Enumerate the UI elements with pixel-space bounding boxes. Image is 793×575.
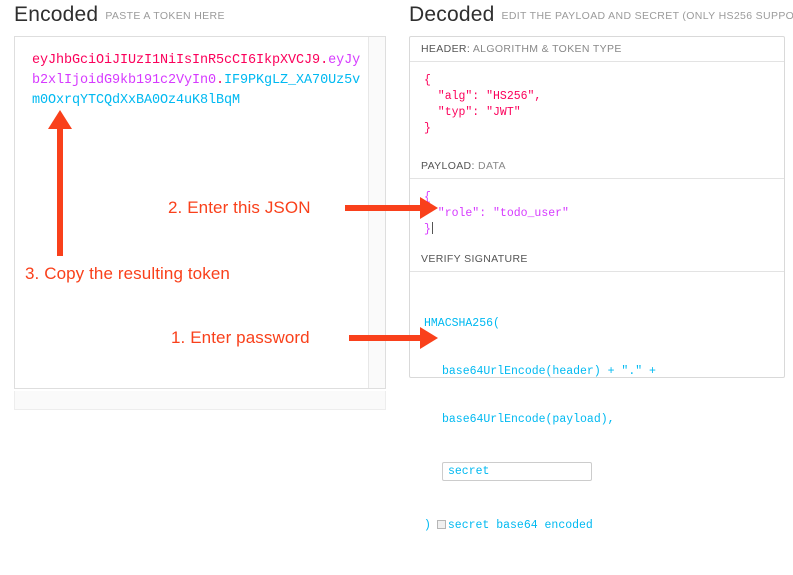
token-signature-segment: IF9PKgLZ_XA70Uz5vm0OxrqYTCQdXxBA0Oz4uK8l… <box>32 73 361 108</box>
signature-body: HMACSHA256( base64UrlEncode(header) + ".… <box>410 272 784 575</box>
annotation-arrow-1-icon <box>349 327 438 349</box>
text-caret <box>431 222 433 234</box>
decoded-panel: HEADER: ALGORITHM & TOKEN TYPE { "alg": … <box>409 36 785 532</box>
secret-input-row <box>424 460 784 483</box>
signature-section-label: VERIFY SIGNATURE <box>410 247 784 272</box>
secret-base64-label[interactable]: secret base64 encoded <box>447 519 593 532</box>
annotation-arrow-3-icon <box>48 110 72 256</box>
encoded-token-panel[interactable]: eyJhbGciOiJIUzI1NiIsInR5cCI6IkpXVCJ9.eyJ… <box>14 36 386 389</box>
header-json-body: { "alg": "HS256", "typ": "JWT" } <box>424 74 542 135</box>
header-section-label-strong: HEADER: <box>421 43 471 55</box>
payload-section-label: PAYLOAD: DATA <box>410 154 784 179</box>
encoded-panel-scrollbar[interactable] <box>368 37 385 388</box>
payload-section-label-rest: DATA <box>474 160 506 172</box>
encoded-subtitle: PASTE A TOKEN HERE <box>105 10 225 22</box>
secret-base64-checkbox[interactable] <box>436 520 446 529</box>
signature-line-hmac: HMACSHA256( <box>424 317 500 330</box>
payload-json-text: { "role": "todo_user" } <box>424 191 569 236</box>
encoded-token-text[interactable]: eyJhbGciOiJIUzI1NiIsInR5cCI6IkpXVCJ9.eyJ… <box>32 51 362 111</box>
annotation-step-1: 1. Enter password <box>171 328 310 347</box>
secret-input[interactable] <box>442 462 592 481</box>
signature-line-payload-encode: base64UrlEncode(payload), <box>442 413 615 426</box>
token-payload-segment: eyJyb2xlIjoidG9kb191c2VyIn0 <box>32 53 361 88</box>
token-separator-1: . <box>320 53 329 68</box>
header-section-label-rest: ALGORITHM & TOKEN TYPE <box>470 43 622 55</box>
encoded-heading: Encoded PASTE A TOKEN HERE <box>14 3 225 27</box>
signature-close-paren: ) <box>424 519 431 532</box>
payload-json-editor[interactable]: { "role": "todo_user" } <box>410 179 784 247</box>
payload-section-label-strong: PAYLOAD: <box>421 160 475 172</box>
token-separator-2: . <box>216 73 225 88</box>
annotation-step-2: 2. Enter this JSON <box>168 198 311 217</box>
header-section-label: HEADER: ALGORITHM & TOKEN TYPE <box>410 37 784 62</box>
signature-line-header-encode: base64UrlEncode(header) + "." + <box>442 365 656 378</box>
annotation-arrow-2-icon <box>345 197 438 219</box>
encoded-title: Encoded <box>14 3 99 26</box>
encoded-panel-footer <box>14 391 386 410</box>
decoded-subtitle: EDIT THE PAYLOAD AND SECRET (ONLY HS256 … <box>501 10 793 22</box>
token-header-segment: eyJhbGciOiJIUzI1NiIsInR5cCI6IkpXVCJ9 <box>32 53 321 68</box>
decoded-heading: Decoded EDIT THE PAYLOAD AND SECRET (ONLY… <box>409 3 793 27</box>
base64-checkbox-row: ) secret base64 encoded <box>424 518 784 534</box>
annotation-step-3: 3. Copy the resulting token <box>25 264 230 283</box>
signature-section-label-strong: VERIFY SIGNATURE <box>421 253 528 265</box>
decoded-title: Decoded <box>409 3 495 26</box>
